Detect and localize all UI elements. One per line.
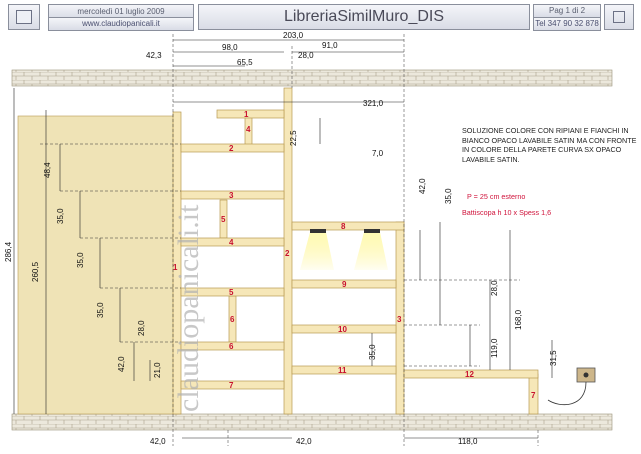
part-label-3-shelf: 3 — [229, 191, 234, 200]
dim-28-top: 28,0 — [298, 51, 314, 60]
dim-31-5: 31,5 — [549, 350, 558, 366]
spotlight-right — [364, 229, 380, 233]
part-label-12: 12 — [465, 370, 474, 379]
left-wall-panel — [17, 115, 179, 415]
dim-35-right: 35,0 — [368, 344, 377, 360]
dim-65-5: 65,5 — [237, 58, 253, 67]
cable-line — [547, 381, 587, 406]
shelf-1 — [216, 109, 285, 119]
dim-42-3: 42,3 — [146, 51, 162, 60]
next-page-icon[interactable] — [604, 4, 634, 30]
dim-35-c: 35,0 — [96, 302, 105, 318]
shelf-11 — [291, 365, 397, 375]
color-note: SOLUZIONE COLORE CON RIPIANI E FIANCHI I… — [462, 126, 637, 164]
shelf-2 — [180, 143, 285, 153]
shelf-7 — [180, 380, 285, 390]
baseboard-note: Battiscopa h 10 x Spess 1,6 — [462, 208, 552, 217]
part-label-11: 11 — [338, 366, 347, 375]
part-label-7-panel: 7 — [531, 391, 536, 400]
dim-42-bottom-left: 42,0 — [150, 437, 166, 446]
dim-42-left: 42,0 — [117, 356, 126, 372]
part-label-3-side: 3 — [397, 315, 402, 324]
shelf-9 — [291, 279, 397, 289]
dim-321: 321,0 — [363, 99, 384, 108]
shelf-8 — [291, 221, 405, 231]
dim-35-mid: 35,0 — [444, 188, 453, 204]
part-label-8: 8 — [341, 222, 346, 231]
dim-286-4: 286,4 — [4, 241, 13, 262]
shelf-6 — [180, 341, 285, 351]
part-label-2-side: 2 — [285, 249, 290, 258]
shelf-5 — [180, 287, 285, 297]
spotlight-beam-left — [300, 232, 334, 270]
dim-42-mid: 42,0 — [418, 178, 427, 194]
dim-22-5: 22,5 — [289, 130, 298, 146]
part-label-2-shelf: 2 — [229, 144, 234, 153]
shelf-4 — [180, 237, 285, 247]
dim-35-b: 35,0 — [76, 252, 85, 268]
depth-note: P = 25 cm esterno — [467, 192, 526, 201]
dim-203: 203,0 — [283, 31, 304, 40]
dim-7: 7,0 — [372, 149, 384, 158]
dim-48-4: 48,4 — [43, 162, 52, 178]
dim-35-a: 35,0 — [56, 208, 65, 224]
spotlight-left — [310, 229, 326, 233]
part-label-1-top: 1 — [244, 110, 249, 119]
panel-1 — [172, 111, 182, 415]
dim-42-bottom-mid: 42,0 — [296, 437, 312, 446]
part-label-9: 9 — [342, 280, 347, 289]
home-icon[interactable] — [8, 4, 40, 30]
shelf-3 — [180, 190, 285, 200]
part-label-4-shelf: 4 — [229, 238, 234, 247]
dim-260-5: 260,5 — [31, 261, 40, 282]
part-label-10: 10 — [338, 325, 347, 334]
dim-119: 119,0 — [490, 338, 499, 358]
page-title: LibreriaSimilMuro_DIS — [198, 4, 530, 30]
part-label-1-side: 1 — [173, 263, 178, 272]
watermark: claudiopanicali.it — [172, 204, 205, 412]
part-label-7-shelf: 7 — [229, 381, 234, 390]
floor-brick-band — [11, 413, 613, 431]
ceiling-brick-band — [11, 69, 613, 87]
part-label-6-panel: 6 — [230, 315, 235, 324]
dim-118: 118,0 — [458, 437, 478, 446]
part-label-5-shelf: 5 — [229, 288, 234, 297]
panel-2 — [283, 87, 293, 415]
spotlight-beam-right — [354, 232, 388, 270]
shelf-10 — [291, 324, 397, 334]
dim-98: 98,0 — [222, 43, 238, 52]
part-label-4-panel: 4 — [246, 125, 251, 134]
dim-28-mid: 28,0 — [490, 280, 499, 296]
dim-21: 21,0 — [153, 362, 162, 378]
part-label-6-shelf: 6 — [229, 342, 234, 351]
part-label-5-panel: 5 — [221, 215, 226, 224]
dim-168: 168,0 — [514, 309, 523, 330]
dim-91: 91,0 — [322, 41, 338, 50]
dim-28-left: 28,0 — [137, 320, 146, 336]
header-url-link[interactable]: www.claudiopanicali.it — [48, 17, 194, 31]
header-phone: Tel 347 90 32 878 — [533, 17, 601, 31]
